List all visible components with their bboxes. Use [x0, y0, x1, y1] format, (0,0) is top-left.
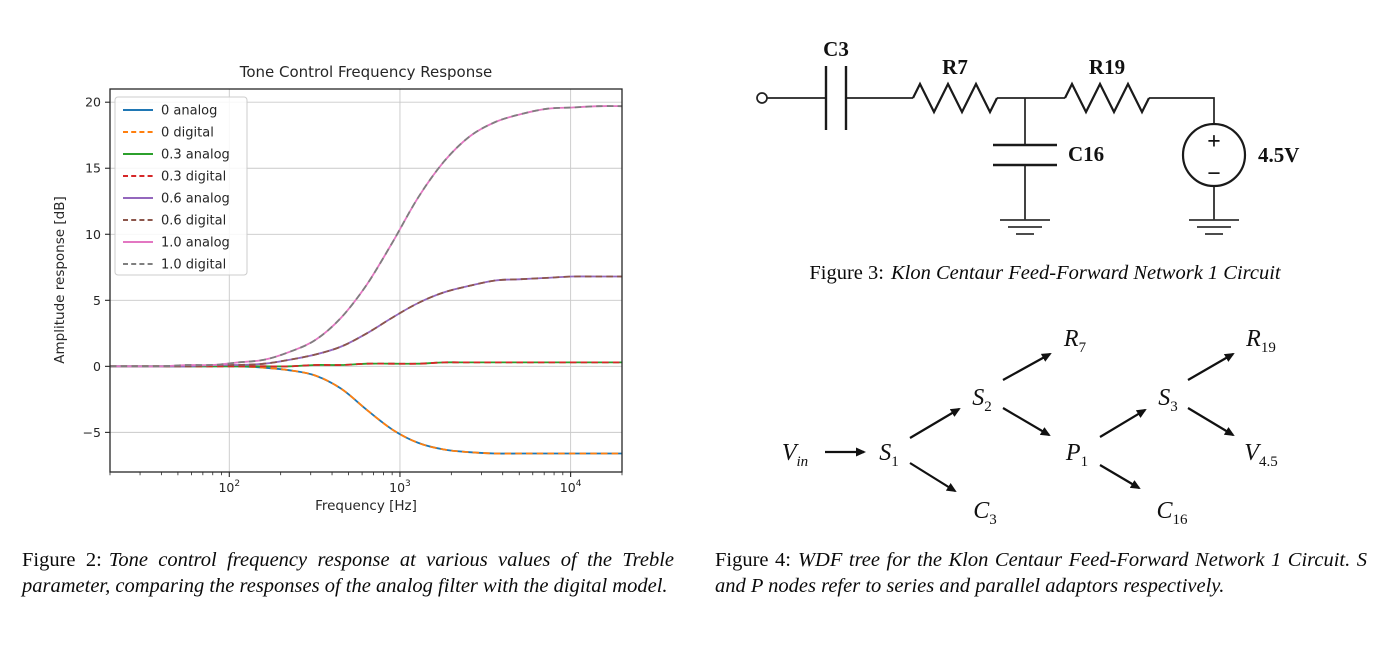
x-tick-label: 104 — [560, 479, 582, 495]
arrow-s2-r7 — [1002, 353, 1052, 381]
resistor-r7-label: R7 — [942, 55, 968, 79]
node-s3: S3 — [1158, 385, 1178, 415]
ground-symbol — [1189, 219, 1239, 235]
figure4-caption-text: WDF tree for the Klon Centaur Feed-Forwa… — [715, 549, 1367, 597]
tone-control-frequency-response-chart: 20 15 10 5 0 −5 102 103 104 Tone Control Frequenc… — [52, 63, 623, 514]
series-line-1-0-analog — [109, 105, 623, 368]
resistor-r7 — [912, 81, 998, 115]
voltage-source-label: 4.5V — [1258, 143, 1299, 167]
y-tick-label: 5 — [93, 293, 101, 308]
arrow-s1-s2 — [909, 407, 961, 439]
node-c3: C3 — [973, 498, 997, 528]
y-tick-label: 20 — [85, 95, 101, 110]
legend-item-label: 0.3 analog — [161, 148, 230, 163]
series-line-0-digital — [109, 365, 622, 455]
figure2-caption-label: Figure 2: — [22, 549, 102, 571]
y-tick-label: −5 — [83, 425, 101, 440]
resistor-r19-label: R19 — [1089, 55, 1125, 79]
wdf-tree-diagram: Vin S1 S2 P1 S3 R7 R19 C3 C16 V4.5 — [782, 326, 1278, 528]
arrow-s1-c3 — [909, 462, 957, 493]
legend-item-label: 1.0 analog — [161, 236, 230, 251]
node-s2: S2 — [972, 385, 992, 415]
x-tick-label: 103 — [389, 479, 411, 495]
node-p1: P1 — [1065, 440, 1088, 470]
legend — [114, 96, 248, 276]
arrow-s2-p1 — [1002, 407, 1051, 437]
node-v45: V4.5 — [1244, 440, 1277, 470]
voltage-source-minus: − — [1207, 161, 1221, 187]
legend-item-label: 0 digital — [161, 126, 214, 141]
klon-centaur-circuit-diagram: C3 R7 R19 C16 + − 4.5V — [756, 37, 1299, 235]
voltage-source — [1181, 122, 1247, 188]
y-axis-label: Amplitude response [dB] — [52, 196, 68, 363]
legend-item-label: 0.3 digital — [161, 170, 226, 185]
arrow-p1-c16 — [1099, 464, 1141, 490]
input-terminal — [756, 92, 768, 104]
figure3-caption: Figure 3: Klon Centaur Feed-Forward Netwo… — [700, 261, 1390, 287]
x-axis-label: Frequency [Hz] — [315, 498, 417, 514]
figure3-caption-label: Figure 3: — [809, 262, 884, 284]
figure4-caption: Figure 4:WDF tree for the Klon Centaur F… — [715, 548, 1367, 599]
y-tick-label: 10 — [85, 227, 101, 242]
figure4-caption-label: Figure 4: — [715, 549, 791, 571]
node-c16: C16 — [1156, 498, 1188, 528]
figure2-caption: Figure 2:Tone control frequency response… — [22, 548, 674, 599]
legend-item-label: 0 analog — [161, 104, 217, 119]
capacitor-c16-label: C16 — [1068, 142, 1104, 166]
y-tick-label: 15 — [85, 161, 101, 176]
node-vin: Vin — [782, 440, 808, 470]
y-tick-label: 0 — [93, 359, 101, 374]
plot-frame — [109, 88, 623, 473]
figure3-caption-text: Klon Centaur Feed-Forward Network 1 Circ… — [890, 262, 1281, 284]
x-tick-label: 102 — [218, 479, 240, 495]
series-line-0-3-digital — [109, 361, 622, 368]
arrow-p1-s3 — [1099, 408, 1147, 438]
resistor-r19 — [1064, 81, 1150, 115]
ground-symbol — [1000, 219, 1050, 235]
node-r7: R7 — [1063, 326, 1087, 356]
node-s1: S1 — [879, 440, 899, 470]
legend-item-label: 0.6 digital — [161, 214, 226, 229]
legend-item-label: 1.0 digital — [161, 258, 226, 273]
arrow-s3-v45 — [1187, 407, 1235, 437]
voltage-source-plus: + — [1207, 129, 1221, 155]
wire — [1149, 97, 1215, 124]
legend-item-label: 0.6 analog — [161, 192, 230, 207]
series-line-0-6-analog — [109, 275, 622, 368]
figure2-caption-text: Tone control frequency response at vario… — [22, 549, 674, 597]
chart-title: Tone Control Frequency Response — [239, 63, 493, 81]
arrow-s3-r19 — [1187, 352, 1235, 381]
node-r19: R19 — [1245, 326, 1276, 356]
series-line-0-6-digital — [109, 275, 622, 368]
capacitor-c3-label: C3 — [823, 37, 849, 61]
